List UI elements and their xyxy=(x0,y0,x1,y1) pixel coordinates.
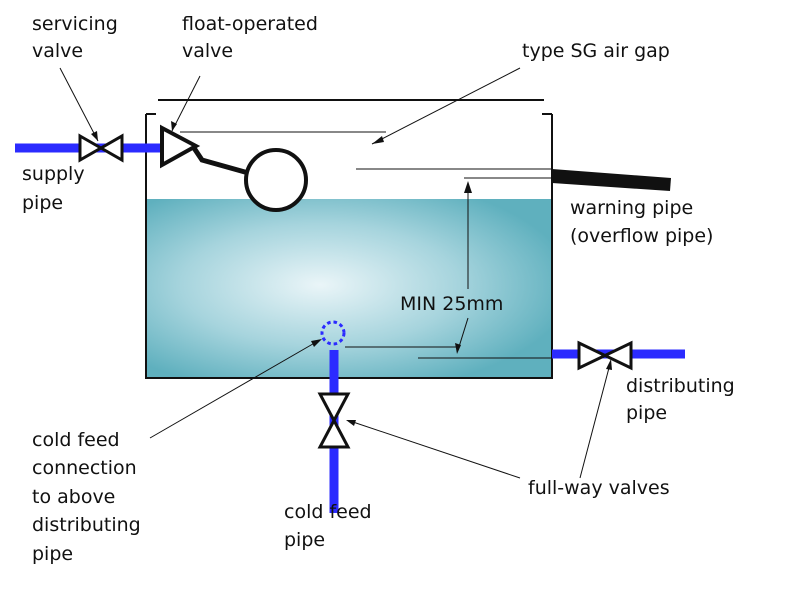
warning-pipe xyxy=(552,169,671,191)
min-gap-label: MIN 25mm xyxy=(400,293,503,315)
distributing-pipe-label: distributing pipe xyxy=(626,375,741,424)
air-gap-label: type SG air gap xyxy=(522,40,670,62)
leader-air-gap xyxy=(371,67,521,145)
leader-float-valve xyxy=(171,75,201,132)
warning-pipe-label: warning pipe (overflow pipe) xyxy=(570,197,713,247)
cold-feed-connection-label: cold feed connection to above distributi… xyxy=(32,429,147,565)
cistern-wall xyxy=(145,114,553,379)
cold-feed-valve-icon xyxy=(317,392,351,449)
min-gap-dimension-arrow xyxy=(455,181,472,354)
float-ball-icon xyxy=(244,148,308,212)
cold-feed-connection-icon xyxy=(320,320,346,346)
water-body xyxy=(145,199,552,378)
servicing-valve-label: servicing valve xyxy=(32,13,124,62)
supply-pipe-label: supply pipe xyxy=(22,163,91,214)
float-operated-valve-label: float-operated valve xyxy=(182,13,324,62)
full-way-valves-label: full-way valves xyxy=(528,477,670,499)
float-operated-valve-icon xyxy=(160,124,201,169)
leader-full-way-valves xyxy=(346,359,612,479)
leader-cold-feed-connection xyxy=(149,339,322,439)
servicing-valve-icon xyxy=(78,133,124,163)
cold-feed-pipe-label: cold feed pipe xyxy=(284,501,378,551)
leader-servicing-valve xyxy=(59,67,99,142)
distributing-valve-icon xyxy=(577,340,633,371)
float-arm xyxy=(191,146,253,177)
